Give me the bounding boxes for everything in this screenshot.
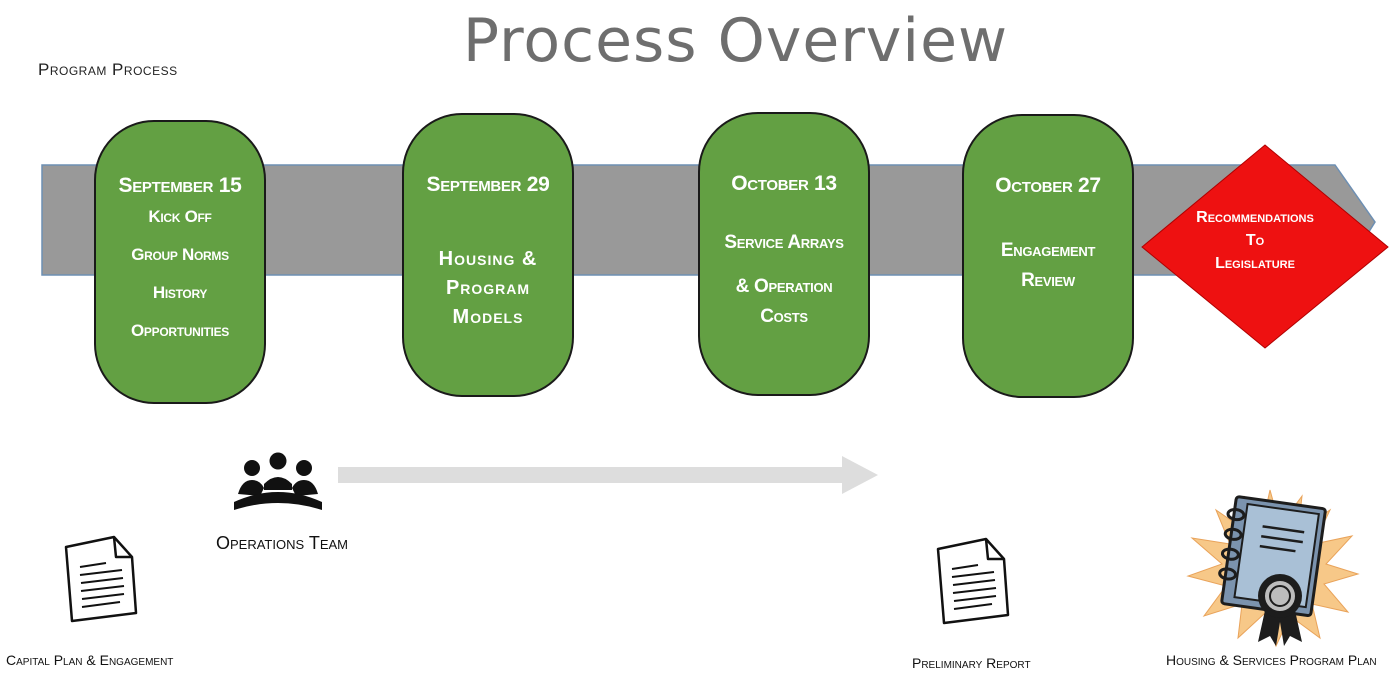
milestone-item: & Operation xyxy=(735,276,833,297)
document-icon xyxy=(936,537,1010,625)
milestone-item: Models xyxy=(452,306,524,328)
final-step-label: Recommendations To Legislature xyxy=(1165,206,1345,275)
preliminary-report-label: Preliminary Report xyxy=(912,655,1031,671)
milestone-item: Service Arrays xyxy=(724,232,844,253)
milestone-date: October 13 xyxy=(731,172,837,195)
certified-binder-icon xyxy=(1186,489,1360,648)
program-plan-label: Housing & Services Program Plan xyxy=(1166,652,1377,668)
milestone-item: Costs xyxy=(760,306,808,327)
progress-arrow xyxy=(338,456,878,494)
section-subtitle: Program Process xyxy=(38,60,178,79)
document-icon xyxy=(64,535,138,623)
milestone-item: History xyxy=(152,283,208,302)
milestone-oct-27: October 27 Engagement Review xyxy=(962,114,1134,398)
final-step-line: To xyxy=(1245,232,1265,249)
milestone-date: September 15 xyxy=(118,174,242,197)
milestone-item: Review xyxy=(1021,270,1075,291)
final-step-line: Recommendations xyxy=(1196,209,1314,226)
milestone-item: Program xyxy=(445,277,531,299)
milestone-sept-29: September 29 Housing & Program Models xyxy=(402,113,574,397)
people-meeting-icon xyxy=(234,452,322,510)
milestone-date: September 29 xyxy=(426,173,550,196)
capital-plan-label: Capital Plan & Engagement xyxy=(6,652,174,668)
milestone-item: Kick Off xyxy=(148,207,212,226)
milestone-oct-13: October 13 Service Arrays & Operation Co… xyxy=(698,112,870,396)
final-step-line: Legislature xyxy=(1215,255,1295,272)
final-step-diamond xyxy=(1141,144,1389,349)
milestone-date: October 27 xyxy=(995,174,1101,197)
milestone-item: Engagement xyxy=(1000,240,1096,261)
milestone-item: Opportunities xyxy=(131,321,229,340)
milestone-sept-15: September 15 Kick Off Group Norms Histor… xyxy=(94,120,266,404)
milestone-item: Group Norms xyxy=(131,245,229,264)
page-title: Process Overview xyxy=(462,6,1009,76)
operations-team-label: Operations Team xyxy=(216,533,349,553)
milestone-item: Housing & xyxy=(438,248,538,270)
